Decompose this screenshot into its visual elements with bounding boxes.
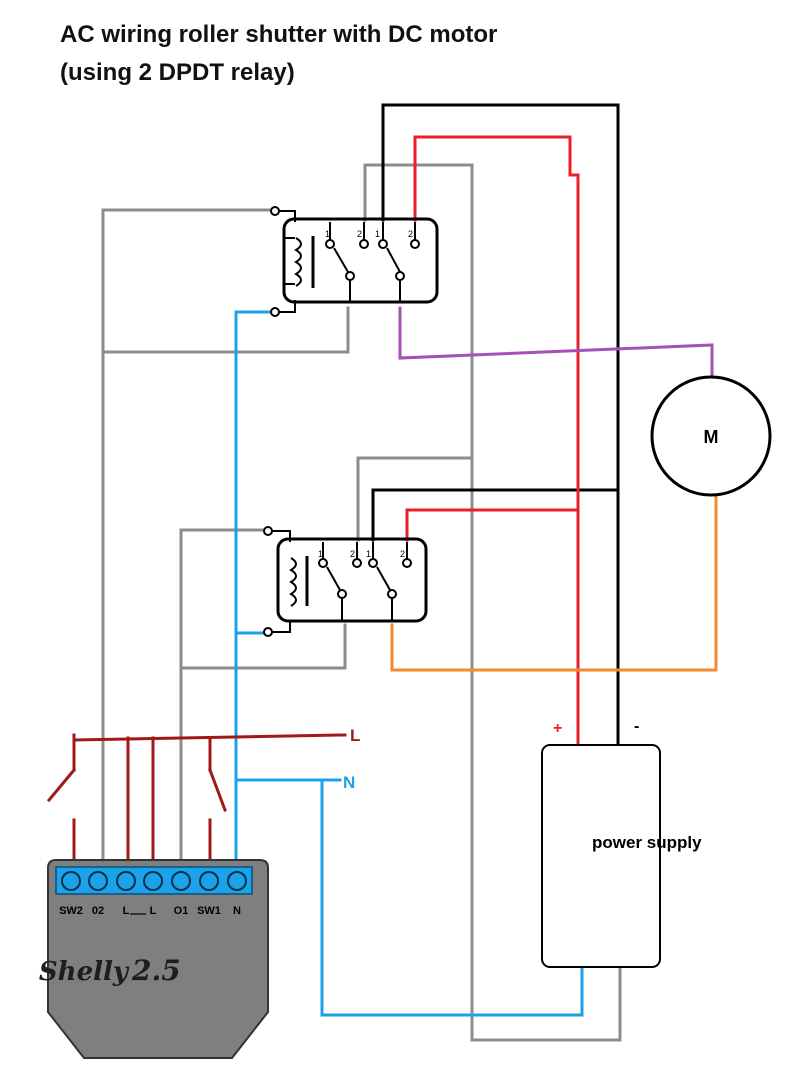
gray-wire-relay1-common-loop: [101, 306, 350, 354]
power-supply-label: power supply: [592, 833, 702, 852]
red-wire-psu-plus-relay1: [413, 135, 580, 747]
blue-wire-n-to-psu: [234, 778, 584, 1017]
relay-1-pin-3-label: 1: [375, 229, 380, 239]
relay-2-pin-3-label: 1: [366, 549, 371, 559]
dc-motor: M: [650, 375, 772, 497]
relay-1-housing: [282, 217, 439, 304]
relay-2-pin-2-label: 2: [350, 549, 355, 559]
terminal-l1-label: L: [123, 905, 130, 917]
relay-1: 1 2 1 2: [270, 206, 439, 317]
relay-1-pin-1-label: 1: [325, 229, 330, 239]
power-supply-plus-label: +: [553, 720, 562, 737]
shelly-body: [47, 859, 269, 1059]
relay-2-coil-icon: [289, 557, 297, 607]
live-label: L: [350, 726, 360, 745]
shelly-device: SW2 02 L L O1 SW1 N Shelly 2.5: [39, 859, 269, 1059]
terminal-o2-label: 02: [92, 905, 104, 917]
terminal-o1-label: O1: [174, 905, 189, 917]
terminal-l2-label: L: [150, 905, 157, 917]
shelly-model-label: 2.5: [131, 954, 181, 987]
gray-wire-o2-to-relay1-coil: [101, 208, 274, 862]
relay-2-pin-1-label: 1: [318, 549, 323, 559]
gray-wire-o1-to-relay2-coil: [179, 528, 268, 862]
sw1-switch: [208, 768, 227, 812]
terminal-n-label: N: [233, 905, 241, 917]
relay-1-coil-icon: [294, 237, 302, 287]
relay-1-pin-4-label: 2: [408, 229, 413, 239]
black-wire-psu-minus-relay1: [381, 103, 620, 747]
relay-2-coil-terminal-bottom: [263, 627, 273, 637]
terminal-sw1-label: SW1: [197, 905, 221, 917]
motor-circle: [650, 375, 772, 497]
neutral-label: N: [343, 773, 355, 792]
black-wire-relay2: [371, 488, 620, 542]
relay-1-coil-terminal-top: [270, 206, 280, 216]
gray-wire-relay2-common-loop: [179, 623, 347, 670]
relay-2-coil-terminal-top: [263, 526, 273, 536]
power-supply: power supply + -: [541, 718, 702, 968]
power-supply-box: [541, 744, 661, 968]
sw2-switch: [46, 767, 77, 803]
motor-label: M: [704, 427, 719, 447]
diagram-title-line2: (using 2 DPDT relay): [60, 59, 295, 86]
shelly-terminal-screws: [61, 871, 247, 891]
relay-1-pin-2-label: 2: [357, 229, 362, 239]
live-bus: [46, 733, 347, 862]
red-wire-relay2: [405, 508, 580, 542]
diagram-title-line1: AC wiring roller shutter with DC motor: [60, 21, 497, 48]
power-supply-minus-label: -: [634, 718, 639, 735]
gray-wire-relay1-top: [363, 163, 622, 1042]
terminal-sw2-label: SW2: [59, 905, 83, 917]
relay-2: 1 2 1 2: [263, 526, 428, 637]
wires: [46, 103, 718, 1042]
gray-wire-relay2-top: [356, 456, 474, 542]
purple-wire-relay1-to-motor: [398, 306, 714, 382]
shelly-brand-logo: Shelly: [39, 957, 130, 987]
orange-wire-relay2-to-motor: [390, 492, 718, 672]
relay-1-coil-terminal-bottom: [270, 307, 280, 317]
relay-2-pin-4-label: 2: [400, 549, 405, 559]
blue-wire-n-to-relay-coils: [234, 310, 277, 862]
relay-2-housing: [276, 537, 428, 623]
